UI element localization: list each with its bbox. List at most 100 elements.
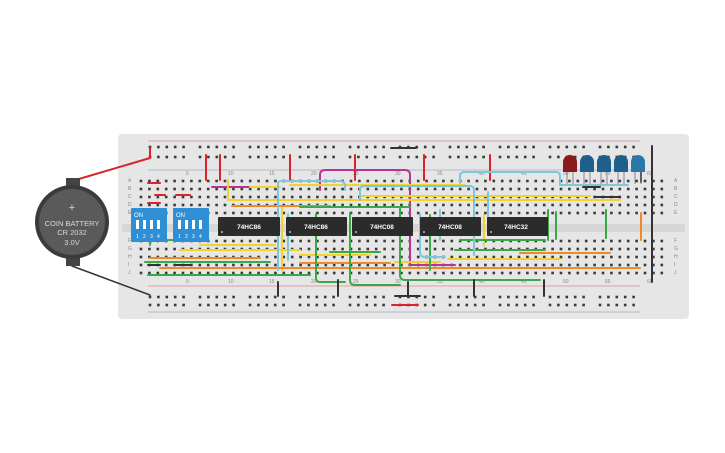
dip-toggle[interactable] xyxy=(157,220,160,229)
wire-cyan[interactable] xyxy=(277,180,346,191)
dip-toggle[interactable] xyxy=(178,220,181,229)
breadboard-hole xyxy=(307,295,310,299)
chip-74hc86-1[interactable]: 74HC86 xyxy=(218,217,280,236)
dip-toggle[interactable] xyxy=(143,220,146,229)
breadboard-hole xyxy=(584,211,588,215)
chip-74hc86-2[interactable]: 74HC86 xyxy=(286,217,347,236)
chip-74hc08-1[interactable]: 74HC08 xyxy=(352,217,413,236)
breadboard-hole xyxy=(416,187,420,191)
breadboard-hole xyxy=(190,203,193,207)
column-number: 40 xyxy=(479,279,485,285)
breadboard-hole xyxy=(484,179,487,183)
breadboard-hole xyxy=(626,187,630,191)
breadboard-hole xyxy=(139,203,143,207)
wire-green[interactable] xyxy=(349,212,401,286)
breadboard-hole xyxy=(660,271,664,275)
chip-74hc08-2[interactable]: 74HC08 xyxy=(420,217,481,236)
row-letter: D xyxy=(128,202,132,208)
row-letter: G xyxy=(674,246,678,252)
breadboard-hole xyxy=(618,187,622,191)
breadboard-hole xyxy=(400,247,403,251)
breadboard-hole xyxy=(307,247,311,251)
breadboard-hole xyxy=(349,195,353,199)
dip-switch-2[interactable]: ON 1 2 3 4 xyxy=(173,208,209,242)
breadboard-hole xyxy=(373,155,377,159)
breadboard-hole xyxy=(584,271,588,275)
wire-black[interactable] xyxy=(71,265,151,296)
breadboard-hole xyxy=(450,247,454,251)
breadboard-hole xyxy=(173,295,177,299)
breadboard-hole xyxy=(632,303,635,307)
wire-green[interactable] xyxy=(399,206,541,281)
breadboard-hole xyxy=(573,303,577,307)
breadboard-hole xyxy=(190,187,193,191)
wire-cyan[interactable] xyxy=(419,213,446,258)
coin-battery[interactable]: + COIN BATTERY CR 2032 3.0V xyxy=(35,178,109,266)
breadboard-hole xyxy=(551,247,554,251)
breadboard-hole xyxy=(626,255,630,259)
dip-toggle[interactable] xyxy=(192,220,195,229)
breadboard-hole xyxy=(400,263,403,267)
chip-74hc32[interactable]: 74HC32 xyxy=(487,217,548,236)
breadboard-hole xyxy=(643,255,647,259)
wire-green[interactable] xyxy=(315,213,346,283)
led-blue[interactable] xyxy=(597,155,611,184)
dip-toggle[interactable] xyxy=(185,220,188,229)
breadboard-hole xyxy=(257,271,260,275)
dip-switch-1[interactable]: ON 1 2 3 4 xyxy=(131,208,167,242)
breadboard-hole xyxy=(274,271,277,275)
breadboard-hole xyxy=(425,203,428,207)
breadboard-hole xyxy=(593,187,596,191)
dip-position: 2 xyxy=(143,234,146,240)
breadboard-hole xyxy=(290,239,294,243)
breadboard-hole xyxy=(307,195,311,199)
breadboard-hole xyxy=(139,255,143,259)
dip-toggle[interactable] xyxy=(150,220,153,229)
breadboard-hole xyxy=(349,179,353,183)
dip-toggle[interactable] xyxy=(136,220,139,229)
breadboard-hole xyxy=(615,295,619,299)
breadboard-hole xyxy=(450,211,454,215)
led-blue[interactable] xyxy=(580,155,594,184)
breadboard-hole xyxy=(565,295,569,299)
breadboard-hole xyxy=(332,239,336,243)
breadboard-hole xyxy=(198,271,202,275)
breadboard-hole xyxy=(610,255,613,259)
breadboard-hole xyxy=(307,145,310,149)
dip-toggle[interactable] xyxy=(199,220,202,229)
breadboard-hole xyxy=(593,255,596,259)
breadboard-hole xyxy=(492,255,496,259)
row-letter: F xyxy=(128,238,131,244)
breadboard-hole xyxy=(274,187,277,191)
breadboard-hole xyxy=(601,247,605,251)
breadboard-hole xyxy=(290,263,294,267)
wire-yellow[interactable] xyxy=(227,179,621,201)
breadboard-hole xyxy=(307,303,310,307)
wire-magenta[interactable] xyxy=(319,169,411,266)
breadboard-hole xyxy=(652,187,655,191)
breadboard-hole xyxy=(366,247,370,251)
breadboard-hole xyxy=(273,155,277,159)
breadboard-hole xyxy=(465,295,469,299)
breadboard-hole xyxy=(551,211,554,215)
breadboard-hole xyxy=(332,203,336,207)
breadboard-hole xyxy=(173,195,176,199)
column-number: 55 xyxy=(605,279,611,285)
wire-cyan[interactable] xyxy=(359,185,475,256)
breadboard-hole xyxy=(576,271,580,275)
breadboard-hole xyxy=(282,263,286,267)
led-blue[interactable] xyxy=(631,155,645,184)
led-blue[interactable] xyxy=(614,155,628,184)
breadboard-hole xyxy=(623,295,627,299)
wire-cyan[interactable] xyxy=(459,171,561,186)
breadboard-hole xyxy=(324,263,328,267)
breadboard-hole xyxy=(568,247,571,251)
wire-red[interactable] xyxy=(71,157,151,182)
breadboard-hole xyxy=(416,211,420,215)
breadboard-hole xyxy=(257,179,260,183)
breadboard-hole xyxy=(223,187,227,191)
chip-label: 74HC86 xyxy=(304,224,328,231)
breadboard-hole xyxy=(557,155,560,159)
led-red[interactable] xyxy=(563,155,577,184)
